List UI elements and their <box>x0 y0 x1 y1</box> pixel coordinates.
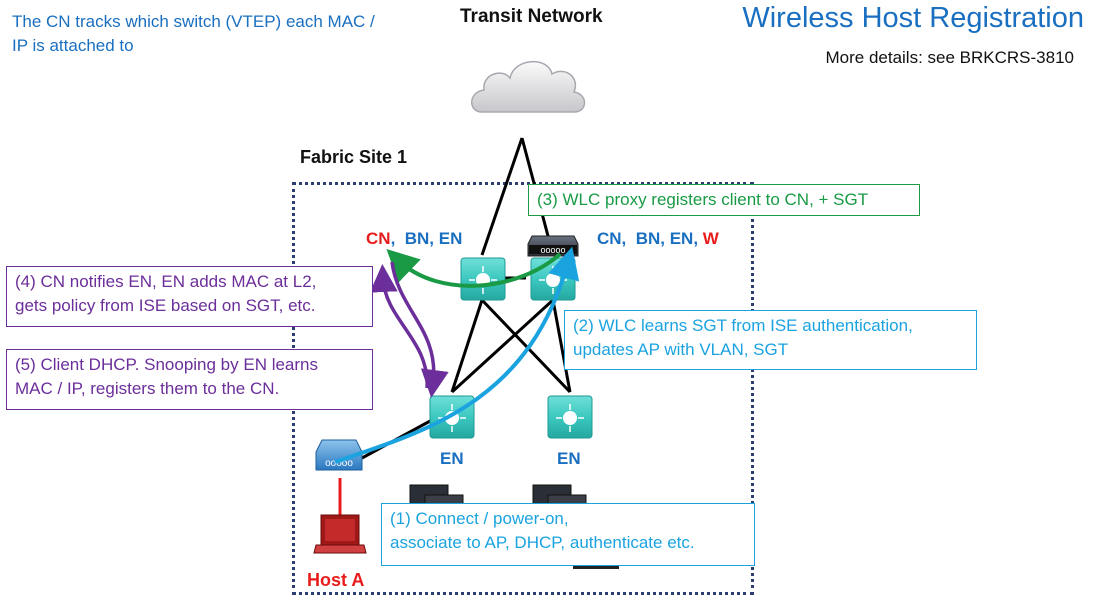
step3-registration-arrow <box>386 248 562 288</box>
step5-line1: (5) Client DHCP. Snooping by EN learns <box>15 355 318 374</box>
step1-line1: (1) Connect / power-on, <box>390 509 569 528</box>
laptop-host-icon <box>313 514 367 554</box>
svg-text:ooooo: ooooo <box>540 245 565 255</box>
step2-sgt-arrow <box>334 246 580 464</box>
step1-line2: associate to AP, DHCP, authenticate etc. <box>390 533 695 552</box>
step4-line2: gets policy from ISE based on SGT, etc. <box>15 296 316 315</box>
transit-network-label: Transit Network <box>460 6 603 27</box>
step4-box: (4) CN notifies EN, EN adds MAC at L2, g… <box>6 266 373 327</box>
step1-box: (1) Connect / power-on, associate to AP,… <box>381 503 755 566</box>
link-rb-len <box>450 298 555 394</box>
step5-line2: MAC / IP, registers them to the CN. <box>15 379 280 398</box>
right-border-roles: CN, BN, EN, W <box>597 229 719 248</box>
link-cloud-left-border <box>480 137 524 256</box>
step2-box: (2) WLC learns SGT from ISE authenticati… <box>564 310 977 370</box>
border-switch-left-icon <box>460 257 506 301</box>
page-title: Wireless Host Registration <box>742 2 1084 34</box>
step2-line2: updates AP with VLAN, SGT <box>573 340 789 359</box>
access-point-icon: ooooo <box>315 439 363 471</box>
host-a-label: Host A <box>307 570 365 590</box>
cloud-icon <box>471 60 586 113</box>
edge-node-right-label: EN <box>557 449 581 468</box>
link-rb-ren <box>551 299 572 393</box>
step2-line1: (2) WLC learns SGT from ISE authenticati… <box>573 316 913 335</box>
fabric-site-label: Fabric Site 1 <box>300 147 408 167</box>
step3-text: (3) WLC proxy registers client to CN, + … <box>537 190 869 209</box>
step5-register-arrow <box>369 264 429 389</box>
left-border-roles: CN, BN, EN <box>366 229 463 248</box>
reference-subtitle: More details: see BRKCRS-3810 <box>825 48 1074 67</box>
step5-box: (5) Client DHCP. Snooping by EN learns M… <box>6 349 373 410</box>
step3-box: (3) WLC proxy registers client to CN, + … <box>528 184 920 216</box>
svg-text:ooooo: ooooo <box>325 458 353 469</box>
wlc-icon: ooooo <box>527 235 579 257</box>
link-lb-len <box>450 299 484 393</box>
link-lb-ren <box>480 298 572 394</box>
edge-node-left-label: EN <box>440 449 464 468</box>
edge-switch-right-icon <box>547 395 593 439</box>
cn-tracking-note: The CN tracks which switch (VTEP) each M… <box>12 12 375 55</box>
step4-line1: (4) CN notifies EN, EN adds MAC at L2, <box>15 272 317 291</box>
